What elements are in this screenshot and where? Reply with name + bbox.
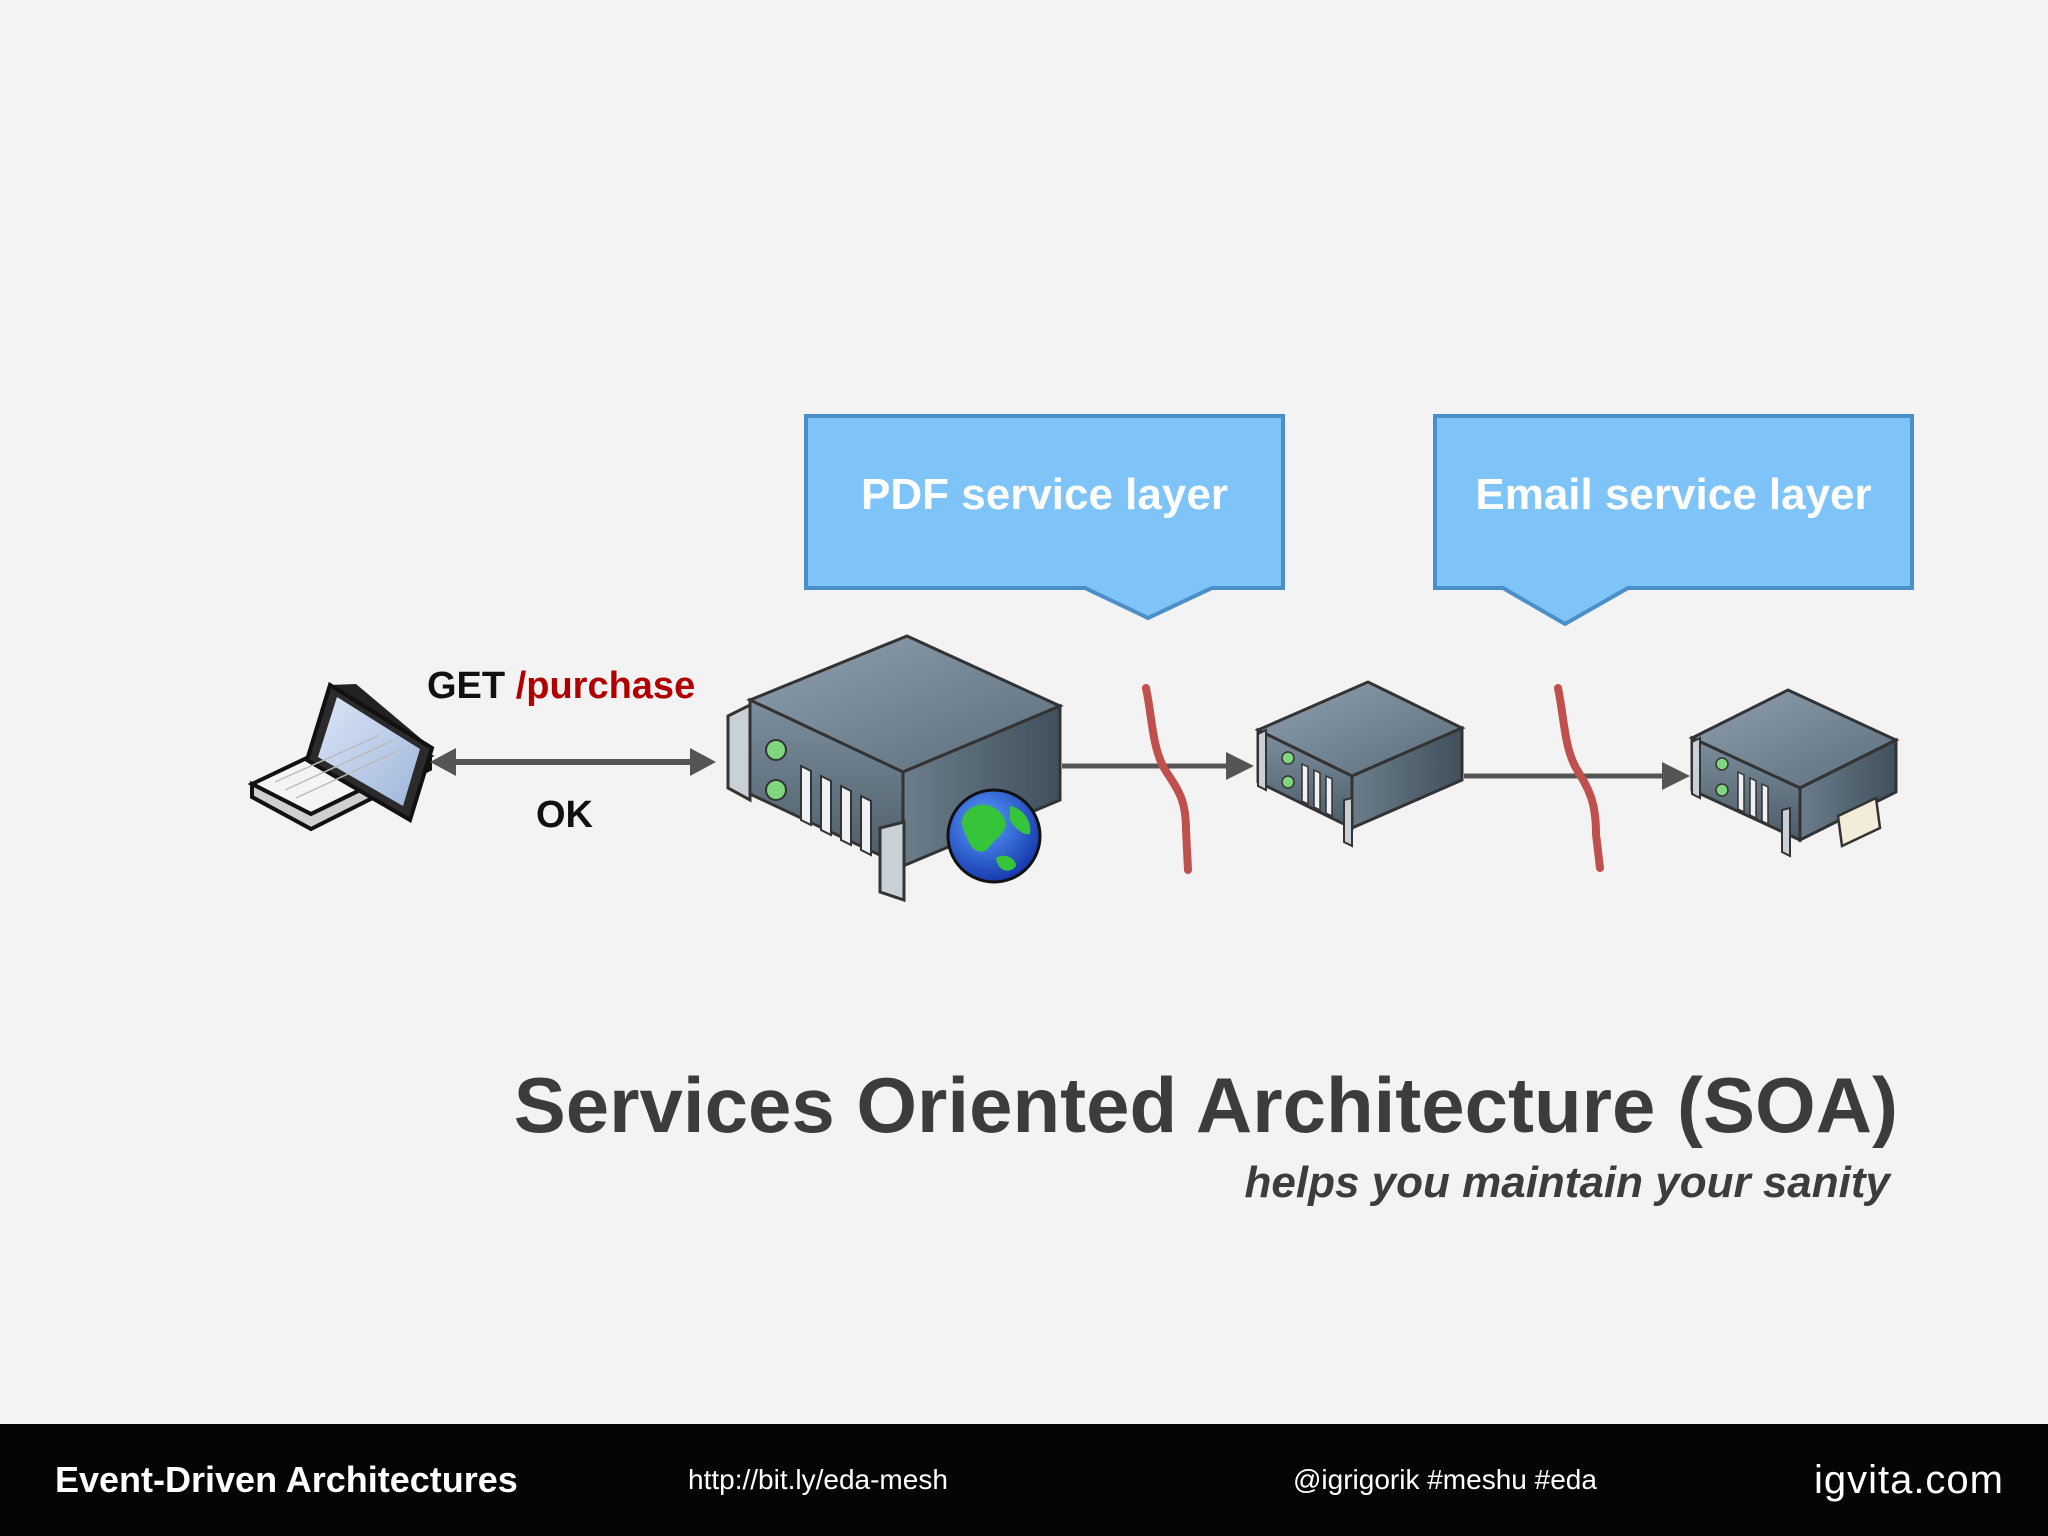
footer-handle: @igrigorik #meshu #eda xyxy=(1293,1464,1597,1495)
pdf-server-icon xyxy=(1254,680,1466,848)
laptop-icon xyxy=(247,681,435,832)
footer-bar: Event-Driven Architectures http://bit.ly… xyxy=(0,1424,2048,1536)
request-method: GET xyxy=(427,665,506,707)
email-server-icon xyxy=(1688,688,1900,858)
response-label: OK xyxy=(536,794,593,836)
request-label: GET /purchase xyxy=(427,665,695,708)
email-service-layer-label: Email service layer xyxy=(1475,470,1872,519)
footer-brand-logo: igvita.com xyxy=(1813,1458,2004,1502)
envelope-icon xyxy=(1836,796,1882,848)
footer-url[interactable]: http://bit.ly/eda-mesh xyxy=(688,1464,948,1495)
request-arrow xyxy=(430,748,716,776)
network-break-icon xyxy=(1554,684,1604,872)
footer-title: Event-Driven Architectures xyxy=(55,1459,518,1500)
email-connector-arrow xyxy=(1464,762,1690,790)
pdf-connector-arrow xyxy=(1062,752,1254,780)
pdf-service-layer-label: PDF service layer xyxy=(861,470,1228,519)
callout-pdf-shape xyxy=(804,414,1285,621)
request-path: /purchase xyxy=(515,665,696,707)
web-server-icon xyxy=(726,634,1064,903)
globe-icon xyxy=(946,788,1042,884)
slide-title: Services Oriented Architecture (SOA) xyxy=(513,1061,1898,1149)
network-break-icon xyxy=(1142,684,1192,874)
slide-subtitle: helps you maintain your sanity xyxy=(1244,1158,1890,1207)
callout-email-shape xyxy=(1433,414,1914,627)
